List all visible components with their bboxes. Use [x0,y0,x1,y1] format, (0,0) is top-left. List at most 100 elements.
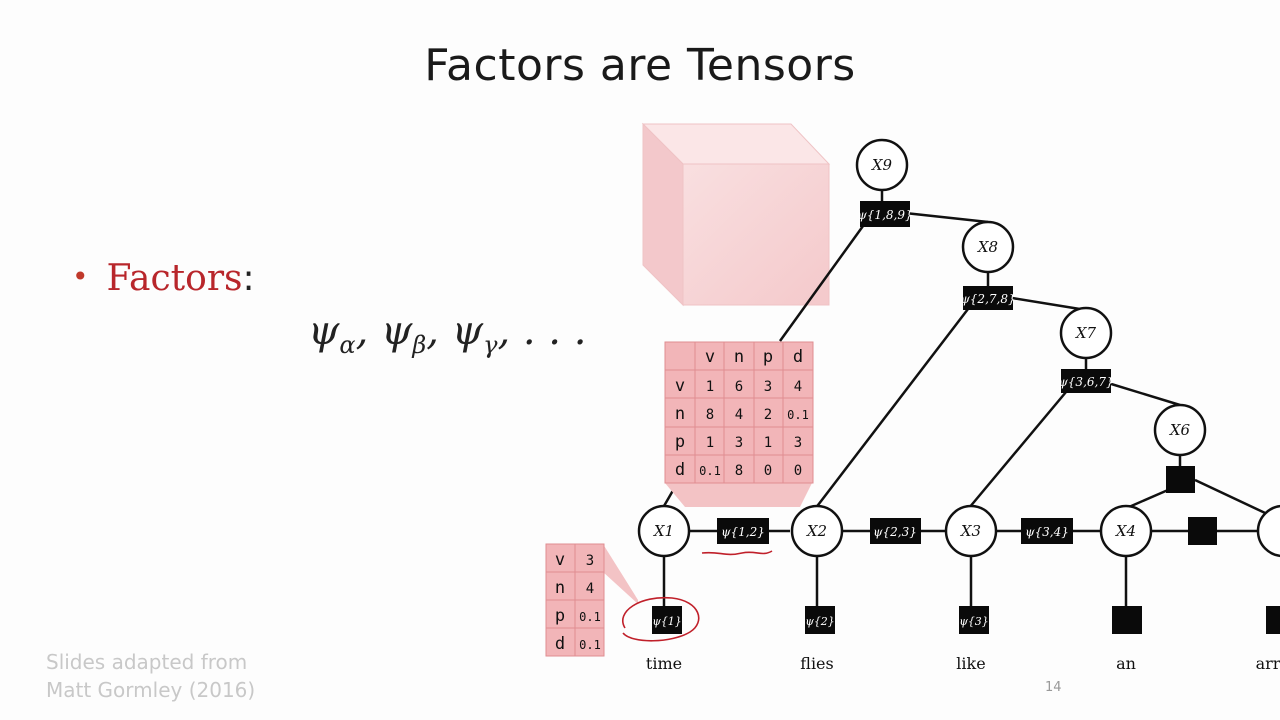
factor-nodes [652,201,1280,634]
slide-credit: Slides adapted from Matt Gormley (2016) [46,648,255,704]
variable-node-x3 [944,504,998,558]
psi-sub-beta: β [412,331,427,359]
table1d-cell: 0.1 [579,638,601,652]
table2d-header: d [793,347,803,367]
table2d-cell: 3 [764,379,772,395]
factor-label-1: ψ{1} [652,615,682,628]
bullet-factors: • Factors: [72,258,255,299]
node-label-x8: X8 [977,238,998,256]
credit-line-2: Matt Gormley (2016) [46,678,256,702]
table2d-cell: 0.1 [699,464,721,478]
variable-node-x5 [1256,504,1280,558]
node-label-x3: X3 [960,522,981,540]
node-label-x9: X9 [871,156,893,174]
table2d-cell: 1 [706,379,714,395]
formula-ellipsis: , . . . [497,308,587,354]
table2d-cell: 8 [735,463,743,479]
table2d-header: p [763,347,773,367]
variable-node-x9 [855,138,909,192]
variable-node-x6 [1153,403,1207,457]
table2d-cell: 6 [735,379,743,395]
table2d-cell: 0 [764,463,772,479]
table2d-rowlabel: d [675,460,685,480]
node-label-x4: X4 [1115,522,1136,540]
table1d-rowlabel: d [555,634,565,654]
factor-node-45 [1188,517,1217,545]
variable-node-x4 [1099,504,1153,558]
annotation-circle [622,596,700,642]
factor-node-23 [870,518,921,544]
formula-sep: , [355,308,382,354]
factor-node-12 [717,518,769,544]
psi-symbol: ψ [308,308,340,354]
table2d-cell: 2 [764,407,772,423]
word-time: time [646,654,682,673]
factor-label-367: ψ{3,6,7} [1058,375,1113,389]
factor-label-3: ψ{3} [959,615,989,628]
factor-label-12: ψ{1,2} [721,525,765,539]
table2d-cell: 0 [794,463,802,479]
node-label-x7: X7 [1075,324,1097,342]
table1d-rowlabel: v [555,550,565,570]
factor-table-2d: v n p d v 1 6 3 4 n 8 4 2 0.1 p 1 3 1 3 … [664,341,814,507]
variable-node-x8 [961,220,1015,274]
formula-sep: , [426,308,452,354]
word-like: like [956,654,985,673]
factor-label-23: ψ{2,3} [873,525,917,539]
psi-sub-gamma: γ [483,331,498,359]
table1d-rowlabel: p [555,606,565,626]
table1d-cell: 4 [586,581,594,597]
table2d-cell: 3 [735,435,743,451]
factor-node-367 [1061,369,1111,393]
table2d-cell: 4 [735,407,743,423]
table2d-rowlabel: n [675,404,685,424]
table1d-rowlabel: n [555,578,565,598]
page-number: 14 [1045,680,1062,695]
factor-label-2: ψ{2} [805,615,835,628]
factor-label-189: ψ{1,8,9} [857,208,912,222]
bullet-label: Factors [106,258,243,299]
word-flies: flies [800,654,833,673]
node-label-x2: X2 [806,522,827,540]
red-annotations [622,550,773,642]
table2d-header: n [734,347,744,367]
factor-label-34: ψ{3,4} [1025,525,1069,539]
factor-node-5 [1266,606,1280,634]
table2d-cell: 0.1 [787,408,809,422]
table2d-cell: 4 [794,379,802,395]
table2d-header: v [705,347,715,367]
tensor-cube [641,122,831,307]
bullet-dot-icon: • [72,260,89,293]
table2d-rowlabel: p [675,432,685,452]
variable-node-x7 [1059,306,1113,360]
bullet-colon: : [242,258,255,299]
word-arr: arr [1256,654,1280,673]
table2d-cell: 1 [764,435,772,451]
variable-nodes [637,138,1280,558]
credit-line-1: Slides adapted from [46,650,248,674]
factor-node-189 [860,201,910,227]
psi-symbol: ψ [451,308,484,354]
factor-node-3 [959,606,989,634]
annotation-underline [701,550,773,556]
factor-node-2 [805,606,835,634]
factor-node-1 [652,606,682,634]
variable-node-x1 [637,504,691,558]
factor-node-56 [1166,466,1195,493]
factor-node-34 [1021,518,1073,544]
node-label-x1: X1 [653,522,674,540]
factor-node-278 [963,286,1013,310]
table2d-cell: 3 [794,435,802,451]
variable-node-x2 [790,504,844,558]
factor-node-4 [1112,606,1142,634]
factor-table-1d: v 3 n 4 p 0.1 d 0.1 [545,543,638,657]
table2d-cell: 8 [706,407,714,423]
table2d-rowlabel: v [675,376,685,396]
word-an: an [1116,654,1136,673]
factor-label-278: ψ{2,7,8} [960,292,1015,306]
psi-symbol: ψ [381,308,413,354]
psi-sub-alpha: α [339,331,356,359]
table2d-cell: 1 [706,435,714,451]
